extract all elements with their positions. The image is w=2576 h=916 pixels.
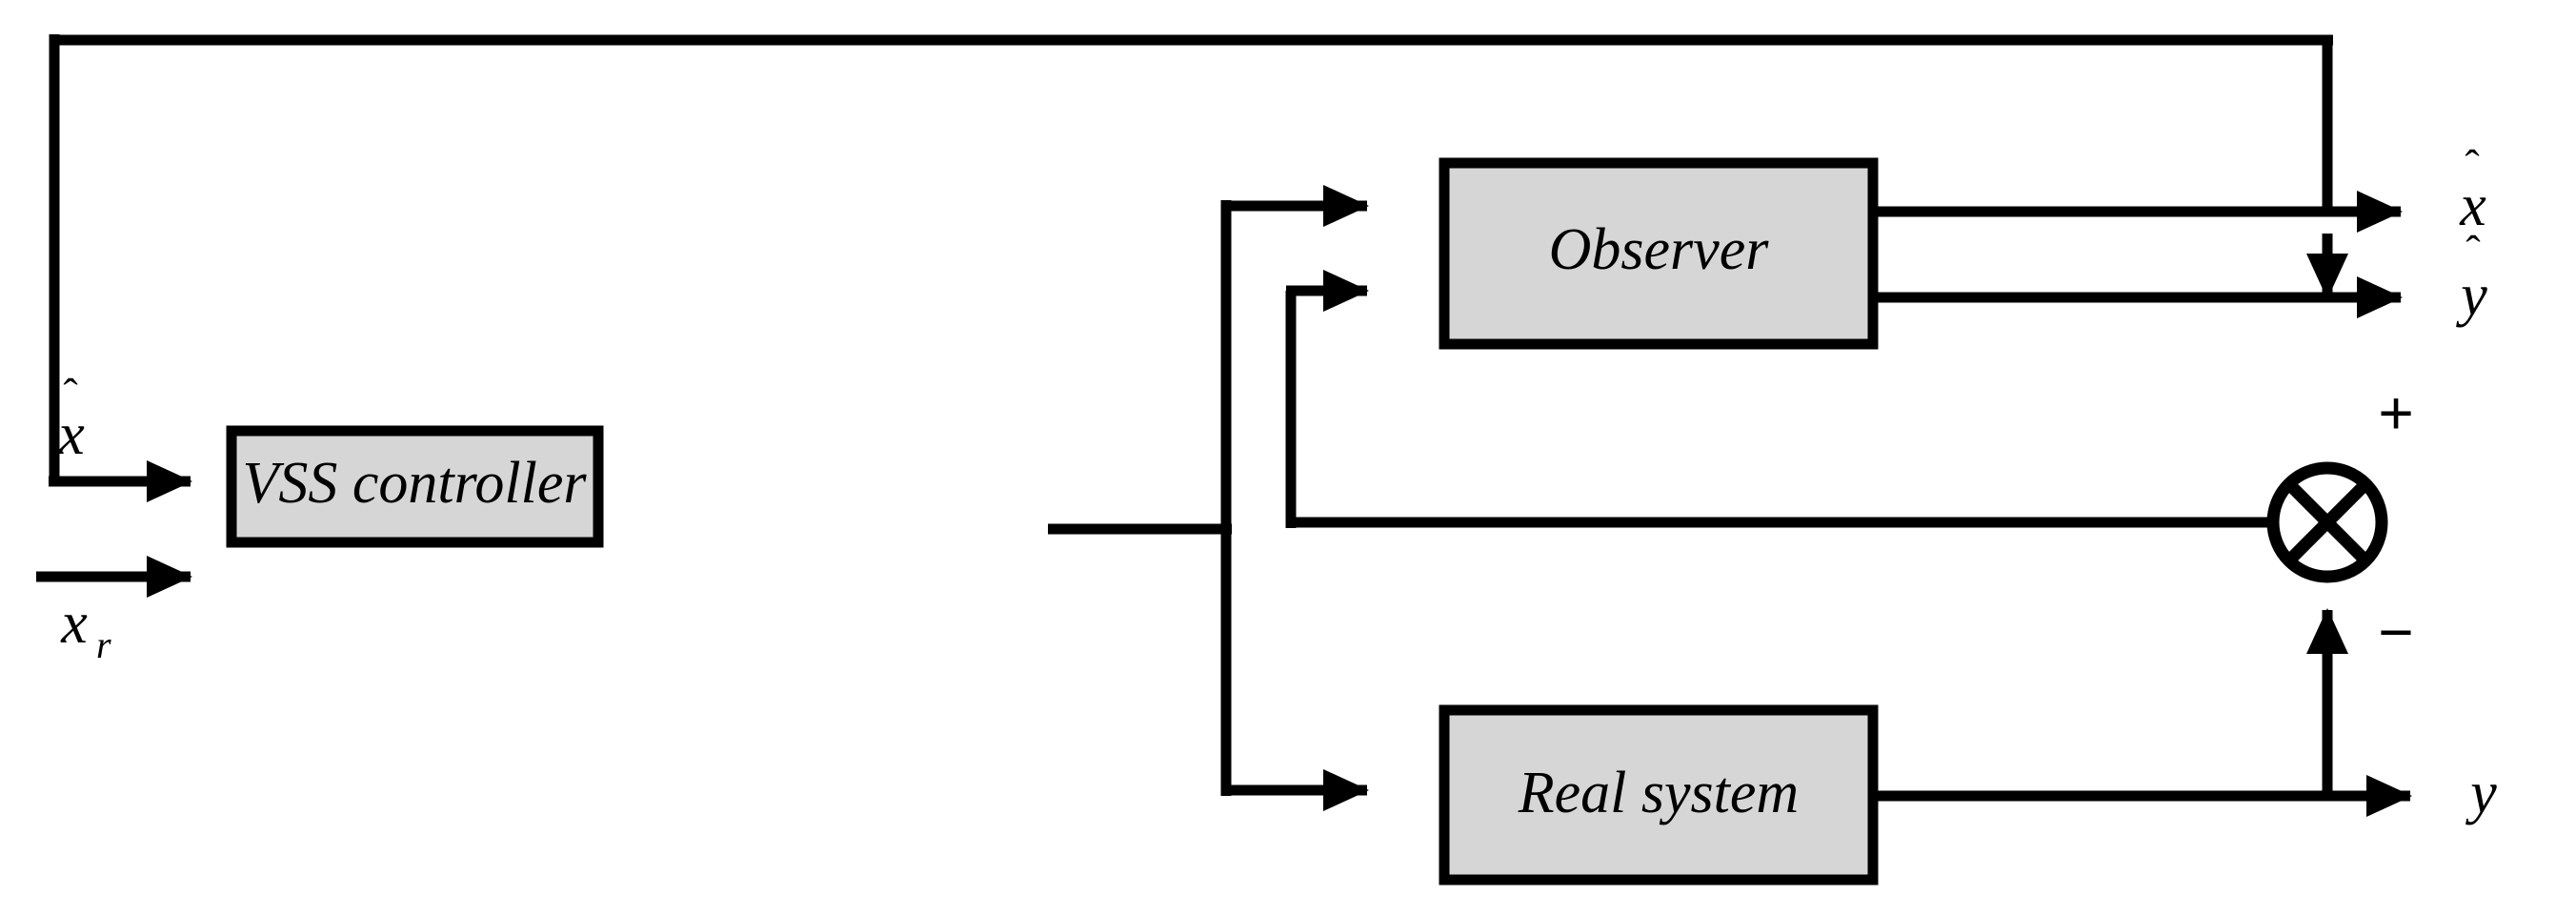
vss-controller-box[interactable] (226, 425, 604, 548)
x-ref-subscript: r (96, 623, 111, 666)
real-system-output (1867, 608, 2412, 817)
y-output-label: y (2465, 761, 2497, 825)
label-y-output: y (2465, 761, 2497, 825)
summing-junction-minus-sign: − (2378, 598, 2413, 666)
y-hat-output-hat-icon: ˆ (2465, 227, 2480, 275)
label-y-hat-output: ˆ y (2455, 227, 2487, 329)
y-hat-output-label: y (2455, 263, 2487, 328)
summing-junction-plus-sign: + (2378, 378, 2413, 447)
observer-box[interactable] (1439, 157, 1879, 350)
label-x-ref-input: x r (60, 591, 111, 666)
x-hat-output-hat-icon: ˆ (2465, 141, 2479, 190)
x-hat-input-label: x (57, 402, 85, 467)
block-real-system[interactable]: Real system (1439, 704, 1879, 885)
block-vss-controller[interactable]: VSS controller (226, 425, 604, 548)
feedback-path-x-hat (49, 34, 2333, 502)
observer-outputs (1872, 191, 2403, 318)
x-ref-label: x (60, 591, 88, 656)
controller-output-bus (1048, 185, 1369, 811)
summing-junction (2266, 461, 2388, 583)
error-signal-path (1285, 270, 2301, 528)
real-system-label: Real system (1518, 761, 1799, 825)
block-observer[interactable]: Observer (1439, 157, 1879, 350)
summing-junction-cross-b (2284, 479, 2370, 565)
real-system-box[interactable] (1439, 704, 1879, 885)
x-hat-input-hat-icon: ˆ (63, 370, 77, 418)
label-x-hat-output: ˆ x (2459, 141, 2486, 239)
vss-controller-label: VSS controller (242, 451, 587, 516)
observer-label: Observer (1549, 217, 1770, 282)
x-hat-output-label: x (2459, 173, 2486, 238)
label-x-hat-input: ˆ x (57, 370, 85, 468)
